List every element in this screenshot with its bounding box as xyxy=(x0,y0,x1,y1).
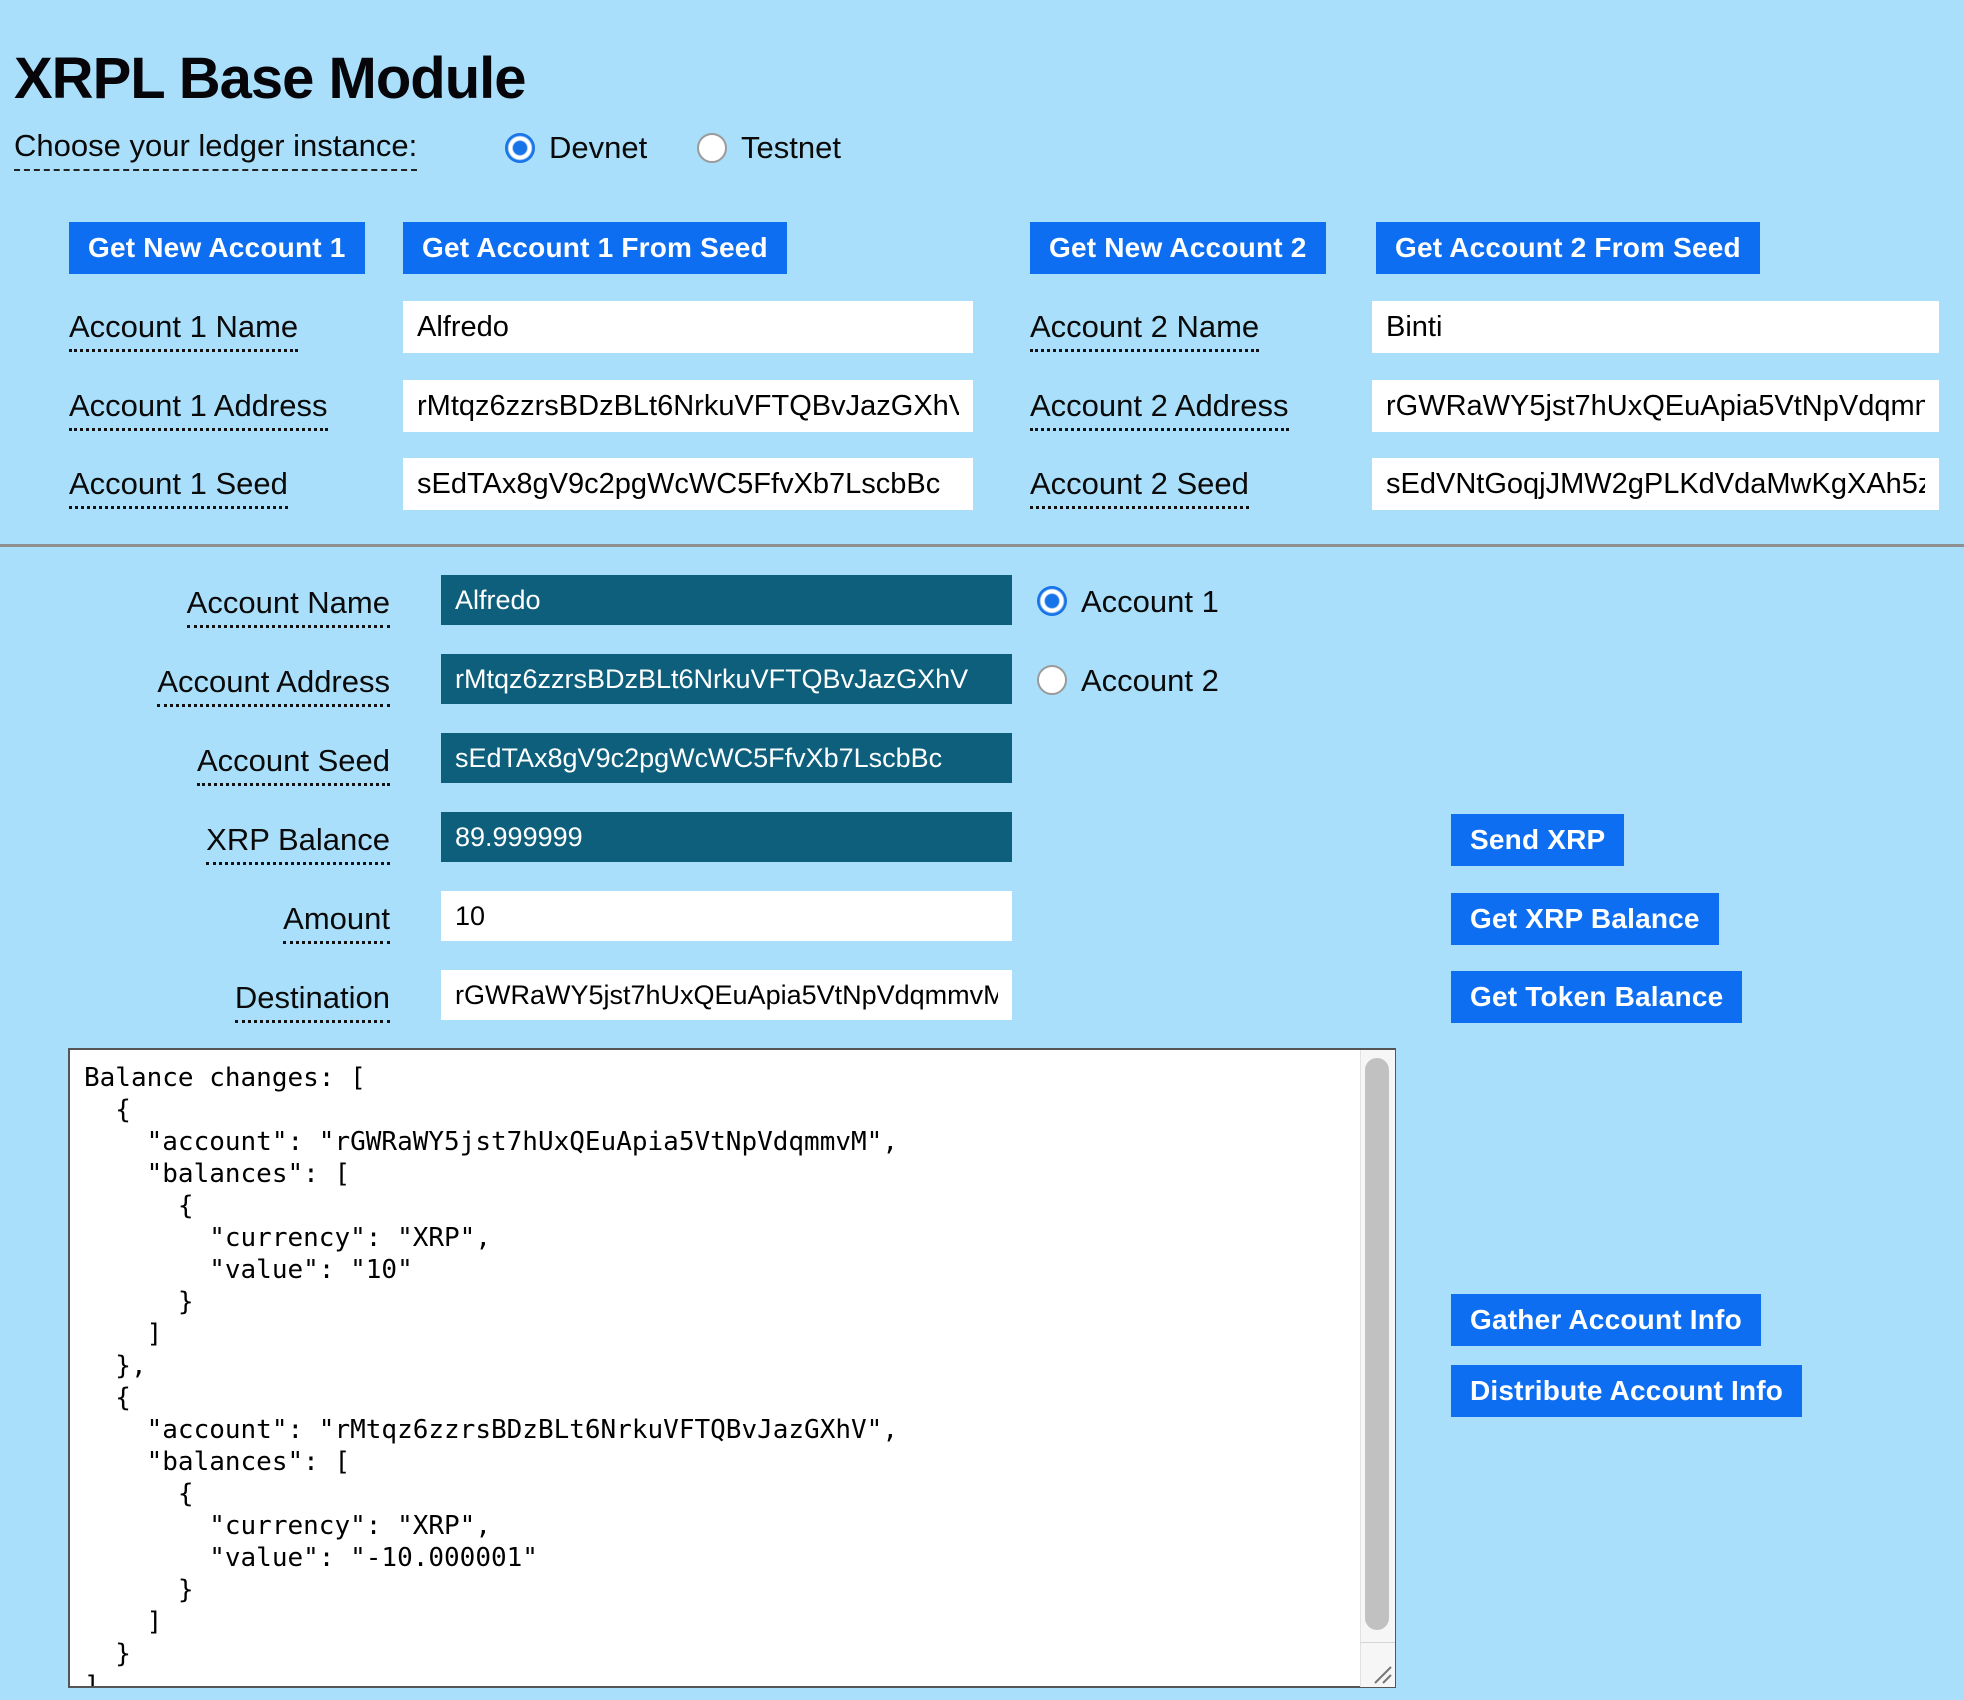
devnet-radio[interactable] xyxy=(505,133,535,163)
account1-address-input[interactable] xyxy=(403,380,973,432)
account2-radio-label[interactable]: Account 2 xyxy=(1081,663,1219,698)
account-seed-field[interactable] xyxy=(441,733,1012,783)
get-xrp-balance-button[interactable]: Get XRP Balance xyxy=(1451,893,1719,945)
section-divider xyxy=(0,544,1964,547)
xrp-balance-label: XRP Balance xyxy=(0,822,390,865)
account1-radio-label[interactable]: Account 1 xyxy=(1081,584,1219,619)
distribute-account-info-button[interactable]: Distribute Account Info xyxy=(1451,1365,1803,1417)
account1-name-input[interactable] xyxy=(403,301,973,353)
destination-label: Destination xyxy=(0,980,390,1023)
testnet-radio[interactable] xyxy=(697,133,727,163)
amount-input[interactable] xyxy=(441,891,1012,941)
xrp-balance-field[interactable] xyxy=(441,812,1012,862)
get-new-account2-button[interactable]: Get New Account 2 xyxy=(1030,222,1326,274)
gather-account-info-button[interactable]: Gather Account Info xyxy=(1451,1294,1761,1346)
account2-radio[interactable] xyxy=(1037,665,1067,695)
account2-seed-input[interactable] xyxy=(1372,458,1939,510)
results-resize-corner[interactable] xyxy=(1360,1642,1395,1687)
account1-name-label: Account 1 Name xyxy=(69,309,299,352)
account-name-field[interactable] xyxy=(441,575,1012,625)
results-scrollbar-thumb[interactable] xyxy=(1365,1058,1389,1630)
account2-address-input[interactable] xyxy=(1372,380,1939,432)
devnet-radio-label[interactable]: Devnet xyxy=(549,130,648,165)
get-account2-from-seed-button[interactable]: Get Account 2 From Seed xyxy=(1376,222,1760,274)
get-account1-from-seed-button[interactable]: Get Account 1 From Seed xyxy=(403,222,787,274)
account1-seed-label: Account 1 Seed xyxy=(69,466,288,509)
account1-seed-input[interactable] xyxy=(403,458,973,510)
account1-address-label: Account 1 Address xyxy=(69,388,328,431)
ledger-instance-label-text: Choose your ledger instance: xyxy=(14,128,418,171)
account2-name-label: Account 2 Name xyxy=(1030,309,1260,352)
page-title: XRPL Base Module xyxy=(14,45,526,111)
resize-grip-icon xyxy=(1374,1666,1392,1684)
account2-address-label: Account 2 Address xyxy=(1030,388,1289,431)
account-seed-label: Account Seed xyxy=(0,743,390,786)
send-xrp-button[interactable]: Send XRP xyxy=(1451,814,1625,866)
account-address-label: Account Address xyxy=(0,664,390,707)
amount-label: Amount xyxy=(0,901,390,944)
account-address-field[interactable] xyxy=(441,654,1012,704)
ledger-instance-label: Choose your ledger instance: xyxy=(14,128,418,171)
results-textarea[interactable]: Balance changes: [ { "account": "rGWRaWY… xyxy=(68,1048,1396,1688)
account1-radio[interactable] xyxy=(1037,586,1067,616)
get-new-account1-button[interactable]: Get New Account 1 xyxy=(69,222,365,274)
destination-input[interactable] xyxy=(441,970,1012,1020)
account2-seed-label: Account 2 Seed xyxy=(1030,466,1249,509)
account2-name-input[interactable] xyxy=(1372,301,1939,353)
account-name-label: Account Name xyxy=(0,585,390,628)
testnet-radio-label[interactable]: Testnet xyxy=(741,130,841,165)
get-token-balance-button[interactable]: Get Token Balance xyxy=(1451,971,1743,1023)
